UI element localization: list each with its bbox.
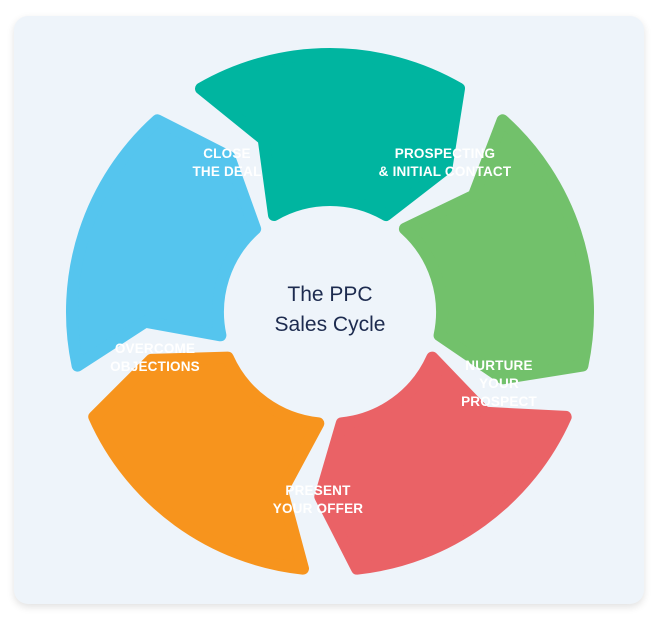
segment-nurture bbox=[314, 351, 572, 575]
segment-present-offer bbox=[88, 351, 325, 575]
label-nurture: NURTURE YOUR PROSPECT bbox=[461, 358, 537, 409]
label-prospecting: PROSPECTING & INITIAL CONTACT bbox=[378, 146, 512, 179]
center-title-line1: The PPC bbox=[287, 283, 373, 306]
label-present-offer: PRESENT YOUR OFFER bbox=[272, 483, 364, 516]
center-title-line2: Sales Cycle bbox=[274, 313, 386, 336]
segment-close-the-deal bbox=[195, 48, 465, 221]
segment-overcome-objections bbox=[65, 114, 262, 372]
segment-prospecting bbox=[398, 114, 595, 385]
center-title: The PPC Sales Cycle bbox=[230, 280, 430, 340]
label-overcome-objections: OVERCOME OBJECTIONS bbox=[110, 341, 200, 374]
label-close-the-deal: CLOSE THE DEAL bbox=[192, 146, 262, 179]
